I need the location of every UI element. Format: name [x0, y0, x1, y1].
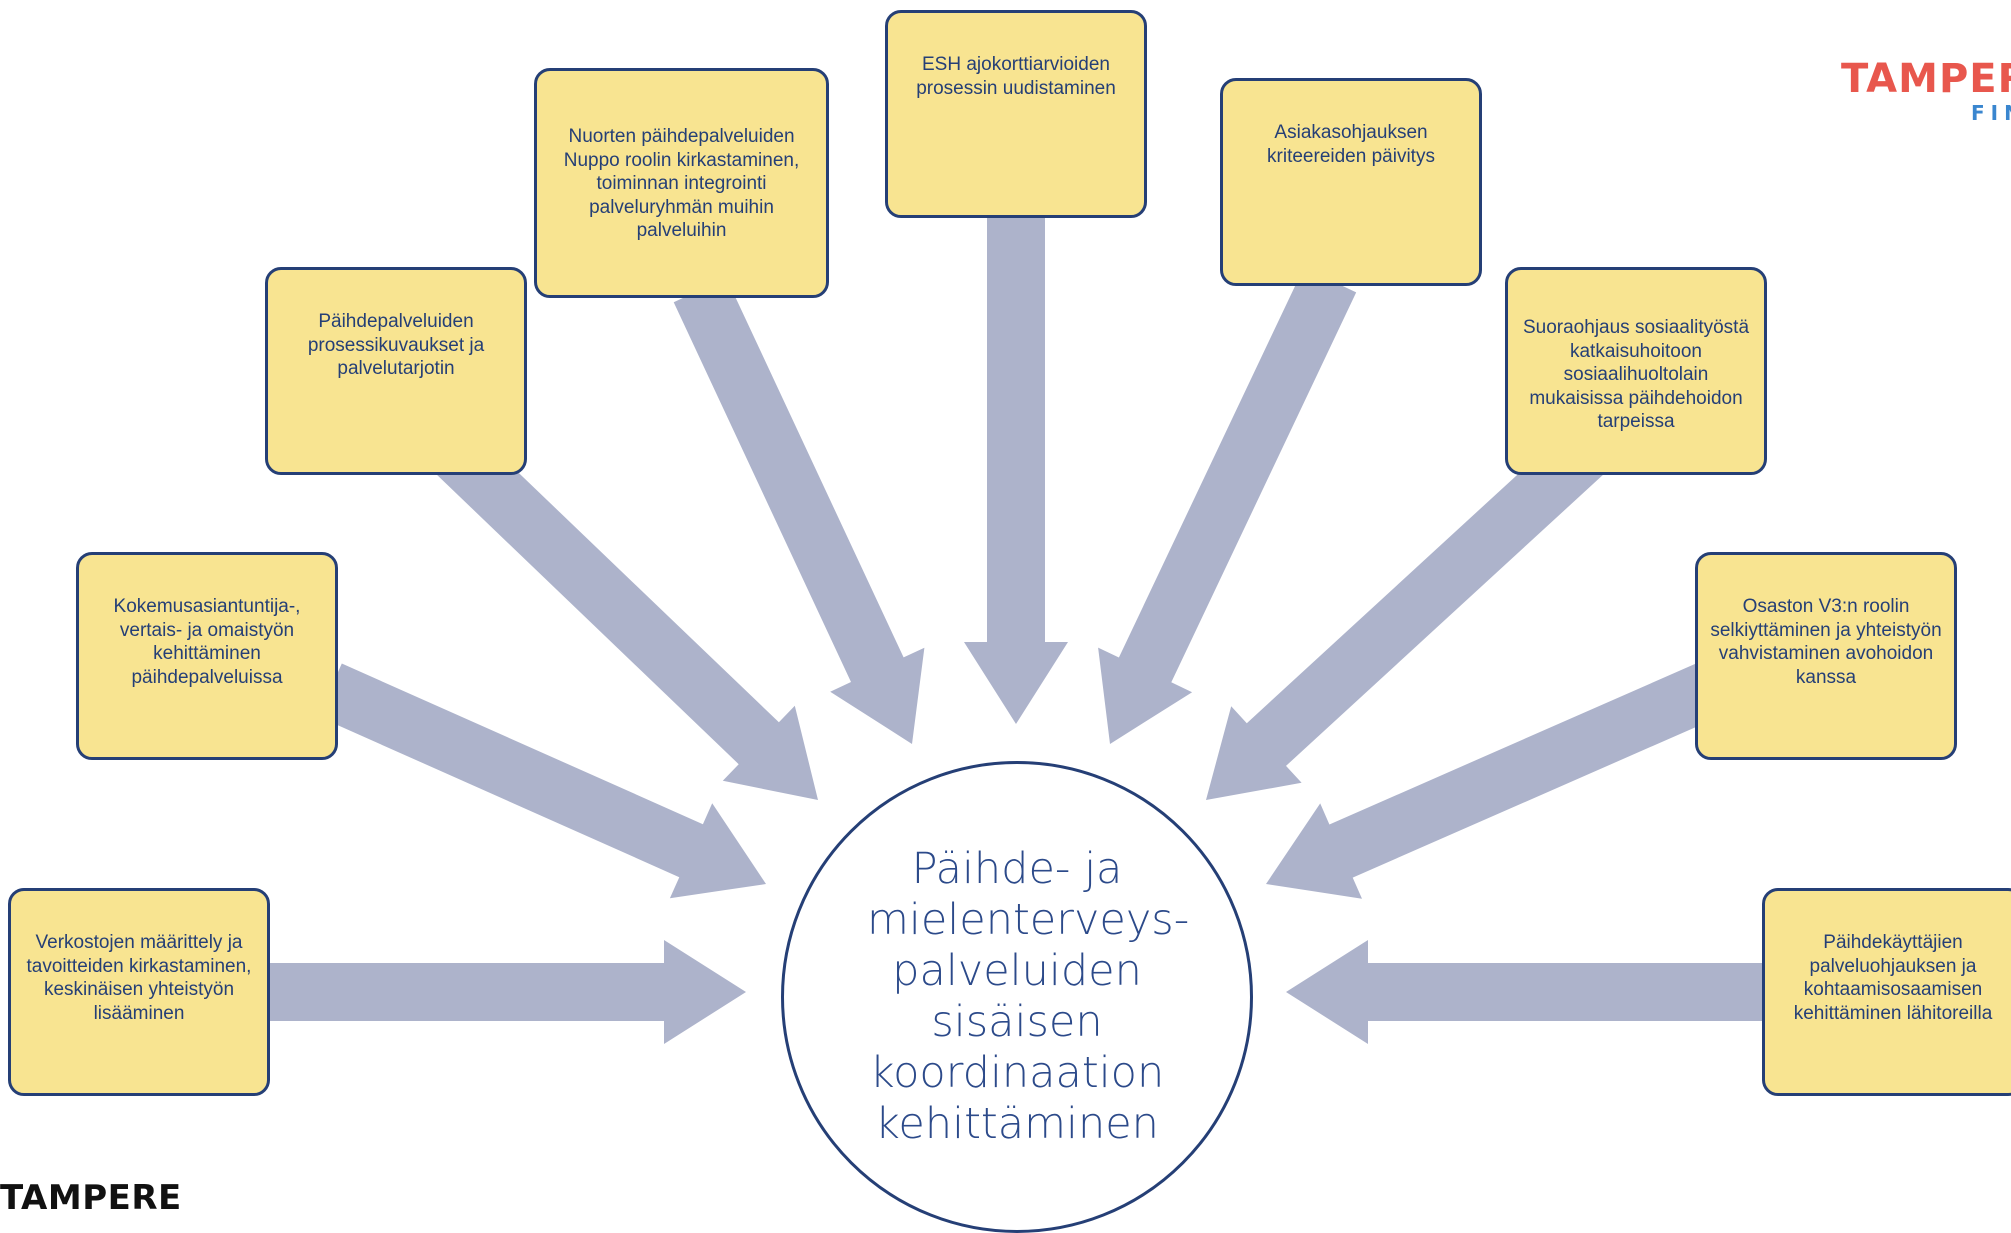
- item-label: Suoraohjaus sosiaalityöstä katkaisuhoito…: [1522, 317, 1750, 432]
- arrow-6: [1098, 267, 1357, 744]
- item-label: ESH ajokorttiarvioiden prosessin uudista…: [916, 54, 1116, 99]
- item-box-8: Osaston V3:n roolin selkiyttäminen ja yh…: [1695, 552, 1957, 760]
- logo-word: TAMPERE: [1841, 56, 2011, 102]
- arrow-3: [434, 431, 818, 800]
- item-box-3: Päihdepalveluiden prosessikuvaukset ja p…: [265, 267, 527, 475]
- arrow-2: [318, 663, 766, 899]
- center-title: Päihde- ja mielenterveys-palveluiden sis…: [867, 844, 1190, 1149]
- arrow-7: [1206, 430, 1605, 800]
- item-label: Kokemusasiantuntija-, vertais- ja omaist…: [113, 596, 301, 688]
- item-box-9: Päihdekäyttäjien palveluohjauksen ja koh…: [1762, 888, 2011, 1096]
- arrow-5: [964, 214, 1068, 724]
- arrow-9: [1286, 940, 1766, 1044]
- item-box-4: Nuorten päihdepalveluiden Nuppo roolin k…: [534, 68, 829, 298]
- arrow-1: [270, 940, 746, 1044]
- item-label: Asiakasohjauksen kriteereiden päivitys: [1267, 122, 1435, 167]
- tampere-logo: TAMPERE: [0, 1178, 182, 1218]
- arrow-8: [1266, 663, 1720, 899]
- logo-subword: FINLAND: [1971, 101, 2011, 125]
- item-box-5: ESH ajokorttiarvioiden prosessin uudista…: [885, 10, 1147, 218]
- item-label: Nuorten päihdepalveluiden Nuppo roolin k…: [563, 126, 800, 241]
- item-box-1: Verkostojen määrittely ja tavoitteiden k…: [8, 888, 270, 1096]
- item-box-7: Suoraohjaus sosiaalityöstä katkaisuhoito…: [1505, 267, 1767, 475]
- tampere-finland-logo: TAMPERE FINLAND: [1811, 56, 2011, 130]
- item-box-2: Kokemusasiantuntija-, vertais- ja omaist…: [76, 552, 338, 760]
- item-label: Verkostojen määrittely ja tavoitteiden k…: [26, 932, 252, 1024]
- item-label: Päihdepalveluiden prosessikuvaukset ja p…: [307, 311, 485, 379]
- arrow-4: [673, 277, 925, 744]
- item-label: Osaston V3:n roolin selkiyttäminen ja yh…: [1710, 596, 1942, 688]
- item-box-6: Asiakasohjauksen kriteereiden päivitys: [1220, 78, 1482, 286]
- center-circle: Päihde- ja mielenterveys-palveluiden sis…: [781, 761, 1253, 1233]
- item-label: Päihdekäyttäjien palveluohjauksen ja koh…: [1793, 932, 1993, 1024]
